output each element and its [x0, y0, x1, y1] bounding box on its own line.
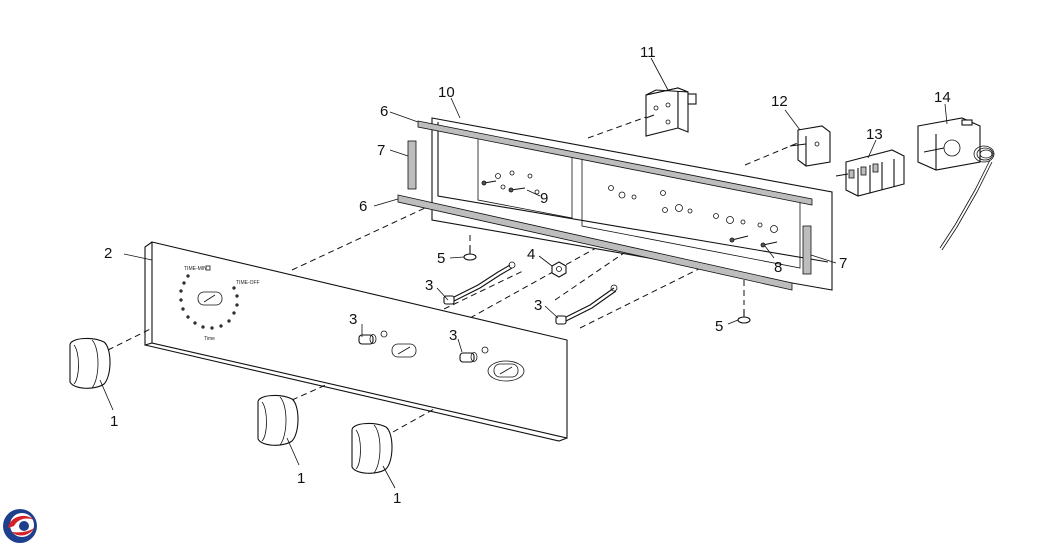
control-knob-middle	[257, 394, 299, 446]
side-pad-right	[802, 225, 812, 275]
rear-control-panel	[431, 117, 833, 291]
callout-10: 10	[438, 84, 455, 101]
callout-1c: 1	[393, 490, 401, 507]
leader-lines	[99, 57, 948, 489]
callout-8: 8	[774, 259, 782, 276]
panel-holes	[495, 170, 778, 233]
dial-label-top-right: TIME-OFF	[236, 280, 260, 286]
callout-6b: 6	[359, 198, 367, 215]
neon-lamp-lead-left	[443, 261, 516, 305]
screws-9	[481, 180, 526, 193]
callout-3d: 3	[534, 297, 542, 314]
callout-5b: 5	[715, 318, 723, 335]
callout-13: 13	[866, 126, 883, 143]
knob-slot-middle	[391, 343, 417, 358]
timer-unit	[645, 87, 697, 137]
side-pad-left	[407, 140, 417, 190]
hex-nut-hole	[556, 266, 562, 272]
knob-slot-right	[487, 360, 525, 382]
callout-5a: 5	[437, 250, 445, 267]
callout-1a: 1	[110, 413, 118, 430]
fascia-indicator-lamp-2	[459, 346, 489, 363]
callout-14: 14	[934, 89, 951, 106]
energy-regulator	[835, 149, 905, 197]
hex-nut	[551, 261, 567, 278]
callout-4: 4	[527, 246, 535, 263]
fascia-indicator-lamp-1	[358, 330, 388, 345]
screw-5-lower	[737, 309, 751, 324]
callout-11: 11	[640, 44, 656, 61]
thermostat-capillary-coil	[973, 145, 995, 163]
callout-7b: 7	[839, 255, 847, 272]
neon-lamp-lead-right	[555, 284, 618, 325]
callout-7a: 7	[377, 142, 385, 159]
control-knob-left	[69, 337, 111, 389]
front-fascia-panel: TIME-MIN TIME-OFF Time	[144, 241, 568, 442]
callout-3a: 3	[425, 277, 433, 294]
knob-slot-timer	[197, 291, 223, 306]
callout-12: 12	[771, 93, 788, 110]
upper-gasket-strip	[417, 120, 813, 206]
dial-label-bottom: Time	[204, 336, 215, 342]
lower-gasket-strip	[397, 194, 793, 291]
screw-5-upper	[463, 246, 477, 261]
callout-3c: 3	[449, 327, 457, 344]
callout-9: 9	[540, 190, 548, 207]
callout-numbers: 1 1 1 2 3 3 3 3 4 5 5 6 6 7 7 8 9 10 11 …	[104, 44, 951, 507]
thermostat	[917, 117, 995, 251]
dial-label-top-left: TIME-MIN	[184, 266, 207, 272]
brand-logo	[3, 509, 37, 543]
control-knob-right	[351, 422, 393, 474]
callout-1b: 1	[297, 470, 305, 487]
timer-dial: TIME-MIN TIME-OFF Time	[179, 265, 260, 342]
selector-switch	[789, 125, 831, 167]
callout-3b: 3	[349, 311, 357, 328]
screws-8	[729, 235, 778, 248]
callout-2: 2	[104, 245, 112, 262]
callout-6a: 6	[380, 103, 388, 120]
